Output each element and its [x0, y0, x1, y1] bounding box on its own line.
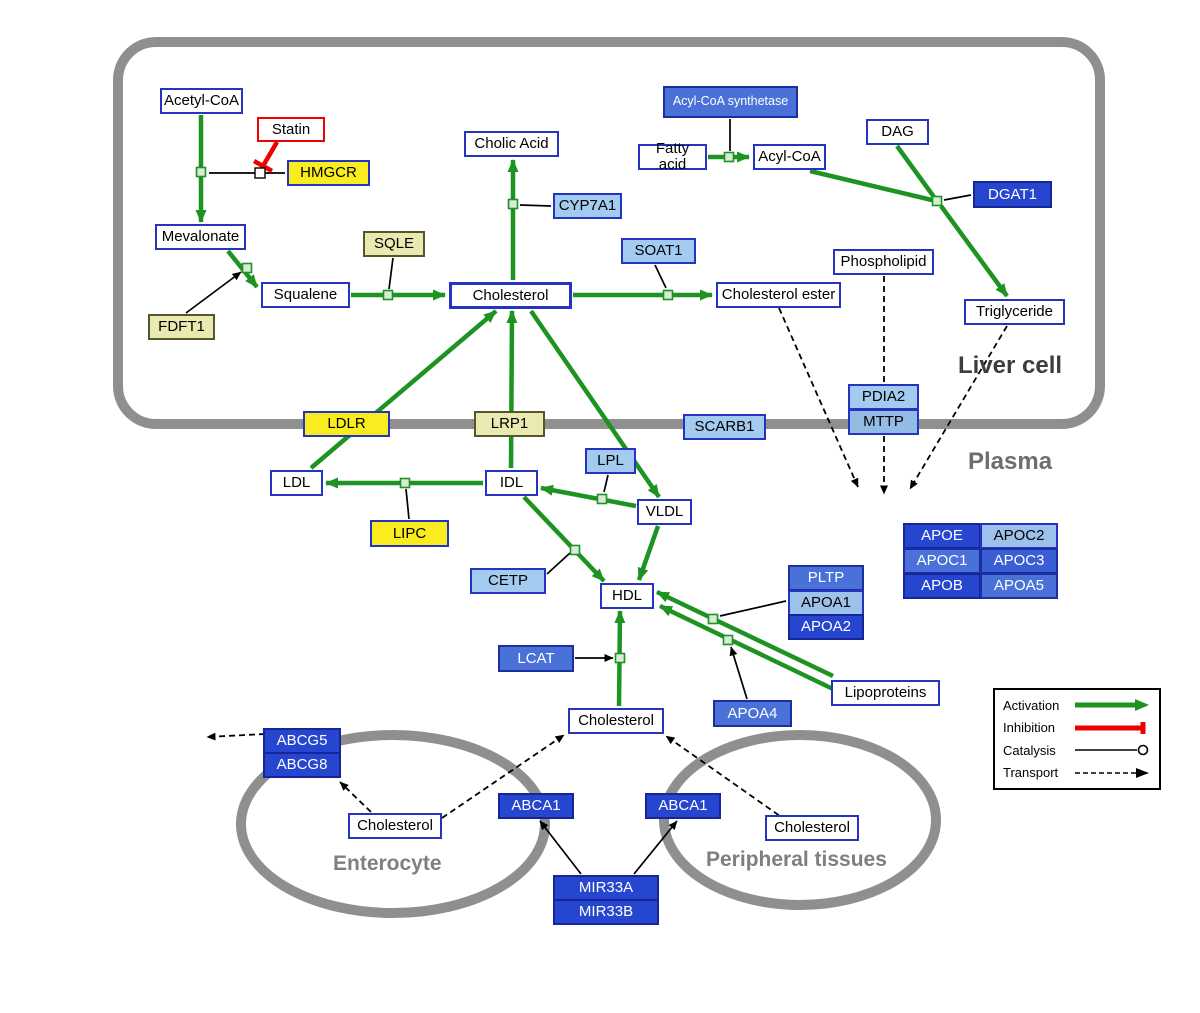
legend-transport-label: Transport [1003, 765, 1059, 781]
activation-arrow-icon [1075, 699, 1149, 712]
node-pdia2[interactable]: PDIA2 [848, 384, 919, 410]
node-apoc1[interactable]: APOC1 [903, 548, 981, 574]
node-vldl[interactable]: VLDL [637, 499, 692, 525]
node-cholesterol-peripheral[interactable]: Cholesterol [765, 815, 859, 841]
node-ldlr[interactable]: LDLR [303, 411, 390, 437]
legend-activation: Activation [1003, 698, 1151, 713]
liver-cell-membrane [113, 37, 1105, 429]
node-phospholipid[interactable]: Phospholipid [833, 249, 934, 275]
node-statin[interactable]: Statin [257, 117, 325, 142]
node-squalene[interactable]: Squalene [261, 282, 350, 308]
node-cyp7a1[interactable]: CYP7A1 [553, 193, 622, 219]
legend-transport: Transport [1003, 765, 1151, 780]
node-apoa1[interactable]: APOA1 [788, 590, 864, 616]
node-scarb1[interactable]: SCARB1 [683, 414, 766, 440]
node-lipc[interactable]: LIPC [370, 520, 449, 547]
node-fatty-acid[interactable]: Fatty acid [638, 141, 707, 172]
node-cetp[interactable]: CETP [470, 568, 546, 594]
legend-inhibition-label: Inhibition [1003, 720, 1056, 736]
node-cholic-acid[interactable]: Cholic Acid [464, 131, 559, 157]
node-abca1-peripheral[interactable]: ABCA1 [645, 793, 721, 819]
node-cholesterol-liver[interactable]: Cholesterol [449, 282, 572, 309]
node-mir33b[interactable]: MIR33B [553, 899, 659, 925]
node-acyl-coa-synthetase[interactable]: Acyl-CoA synthetase [663, 86, 798, 118]
reaction-nodes [195, 151, 943, 664]
node-abcg5[interactable]: ABCG5 [263, 728, 341, 754]
node-apoa2[interactable]: APOA2 [788, 614, 864, 640]
catalysis-circle-icon [1075, 744, 1149, 756]
node-ldl[interactable]: LDL [270, 470, 323, 496]
node-dag[interactable]: DAG [866, 119, 929, 145]
node-soat1[interactable]: SOAT1 [621, 238, 696, 264]
node-triglyceride[interactable]: Triglyceride [964, 299, 1065, 325]
inhibition-tbar-icon [1075, 721, 1146, 734]
transport-edges [206, 276, 1008, 822]
node-mevalonate[interactable]: Mevalonate [155, 224, 246, 250]
node-hdl[interactable]: HDL [600, 583, 654, 609]
transport-dashed-arrow-icon [1075, 767, 1149, 778]
node-fdft1[interactable]: FDFT1 [148, 314, 215, 340]
legend-catalysis-label: Catalysis [1003, 742, 1056, 758]
liver-cell-label: Liver cell [958, 352, 1063, 379]
node-abcg8[interactable]: ABCG8 [263, 752, 341, 778]
legend: Activation Inhibition Catalysis Transpor… [993, 688, 1161, 790]
enterocyte-label: Enterocyte [333, 852, 442, 875]
legend-catalysis: Catalysis [1003, 743, 1151, 758]
node-sqle[interactable]: SQLE [363, 231, 425, 257]
node-idl[interactable]: IDL [485, 470, 538, 496]
node-apoa5[interactable]: APOA5 [980, 573, 1058, 599]
node-acyl-coa[interactable]: Acyl-CoA [753, 144, 826, 170]
node-pltp[interactable]: PLTP [788, 565, 864, 591]
node-apoc3[interactable]: APOC3 [980, 548, 1058, 574]
node-cholesterol-enterocyte[interactable]: Cholesterol [348, 813, 442, 839]
node-mir33a[interactable]: MIR33A [553, 875, 659, 901]
node-apoa4[interactable]: APOA4 [713, 700, 792, 727]
peripheral-tissues-label: Peripheral tissues [706, 848, 887, 871]
node-apoe[interactable]: APOE [903, 523, 981, 549]
legend-activation-label: Activation [1003, 697, 1060, 713]
node-cholesterol-ester[interactable]: Cholesterol ester [716, 282, 841, 308]
node-acetyl-coa[interactable]: Acetyl-CoA [160, 88, 243, 114]
node-lrp1[interactable]: LRP1 [474, 411, 545, 437]
node-apoc2[interactable]: APOC2 [980, 523, 1058, 549]
node-dgat1[interactable]: DGAT1 [973, 181, 1052, 208]
catalysis-anchor-square [254, 167, 266, 179]
node-lipoproteins[interactable]: Lipoproteins [831, 680, 940, 706]
node-cholesterol-plasma[interactable]: Cholesterol [568, 708, 664, 734]
plasma-label: Plasma [968, 448, 1053, 475]
legend-inhibition: Inhibition [1003, 720, 1151, 735]
catalysis-edges [185, 119, 972, 875]
node-lcat[interactable]: LCAT [498, 645, 574, 672]
inhibition-edge [252, 140, 279, 173]
node-lpl[interactable]: LPL [585, 448, 636, 474]
peripheral-tissues-membrane [659, 730, 941, 910]
node-abca1-enterocyte[interactable]: ABCA1 [498, 793, 574, 819]
node-mttp[interactable]: MTTP [848, 409, 919, 435]
node-hmgcr[interactable]: HMGCR [287, 160, 370, 186]
node-apob[interactable]: APOB [903, 573, 981, 599]
